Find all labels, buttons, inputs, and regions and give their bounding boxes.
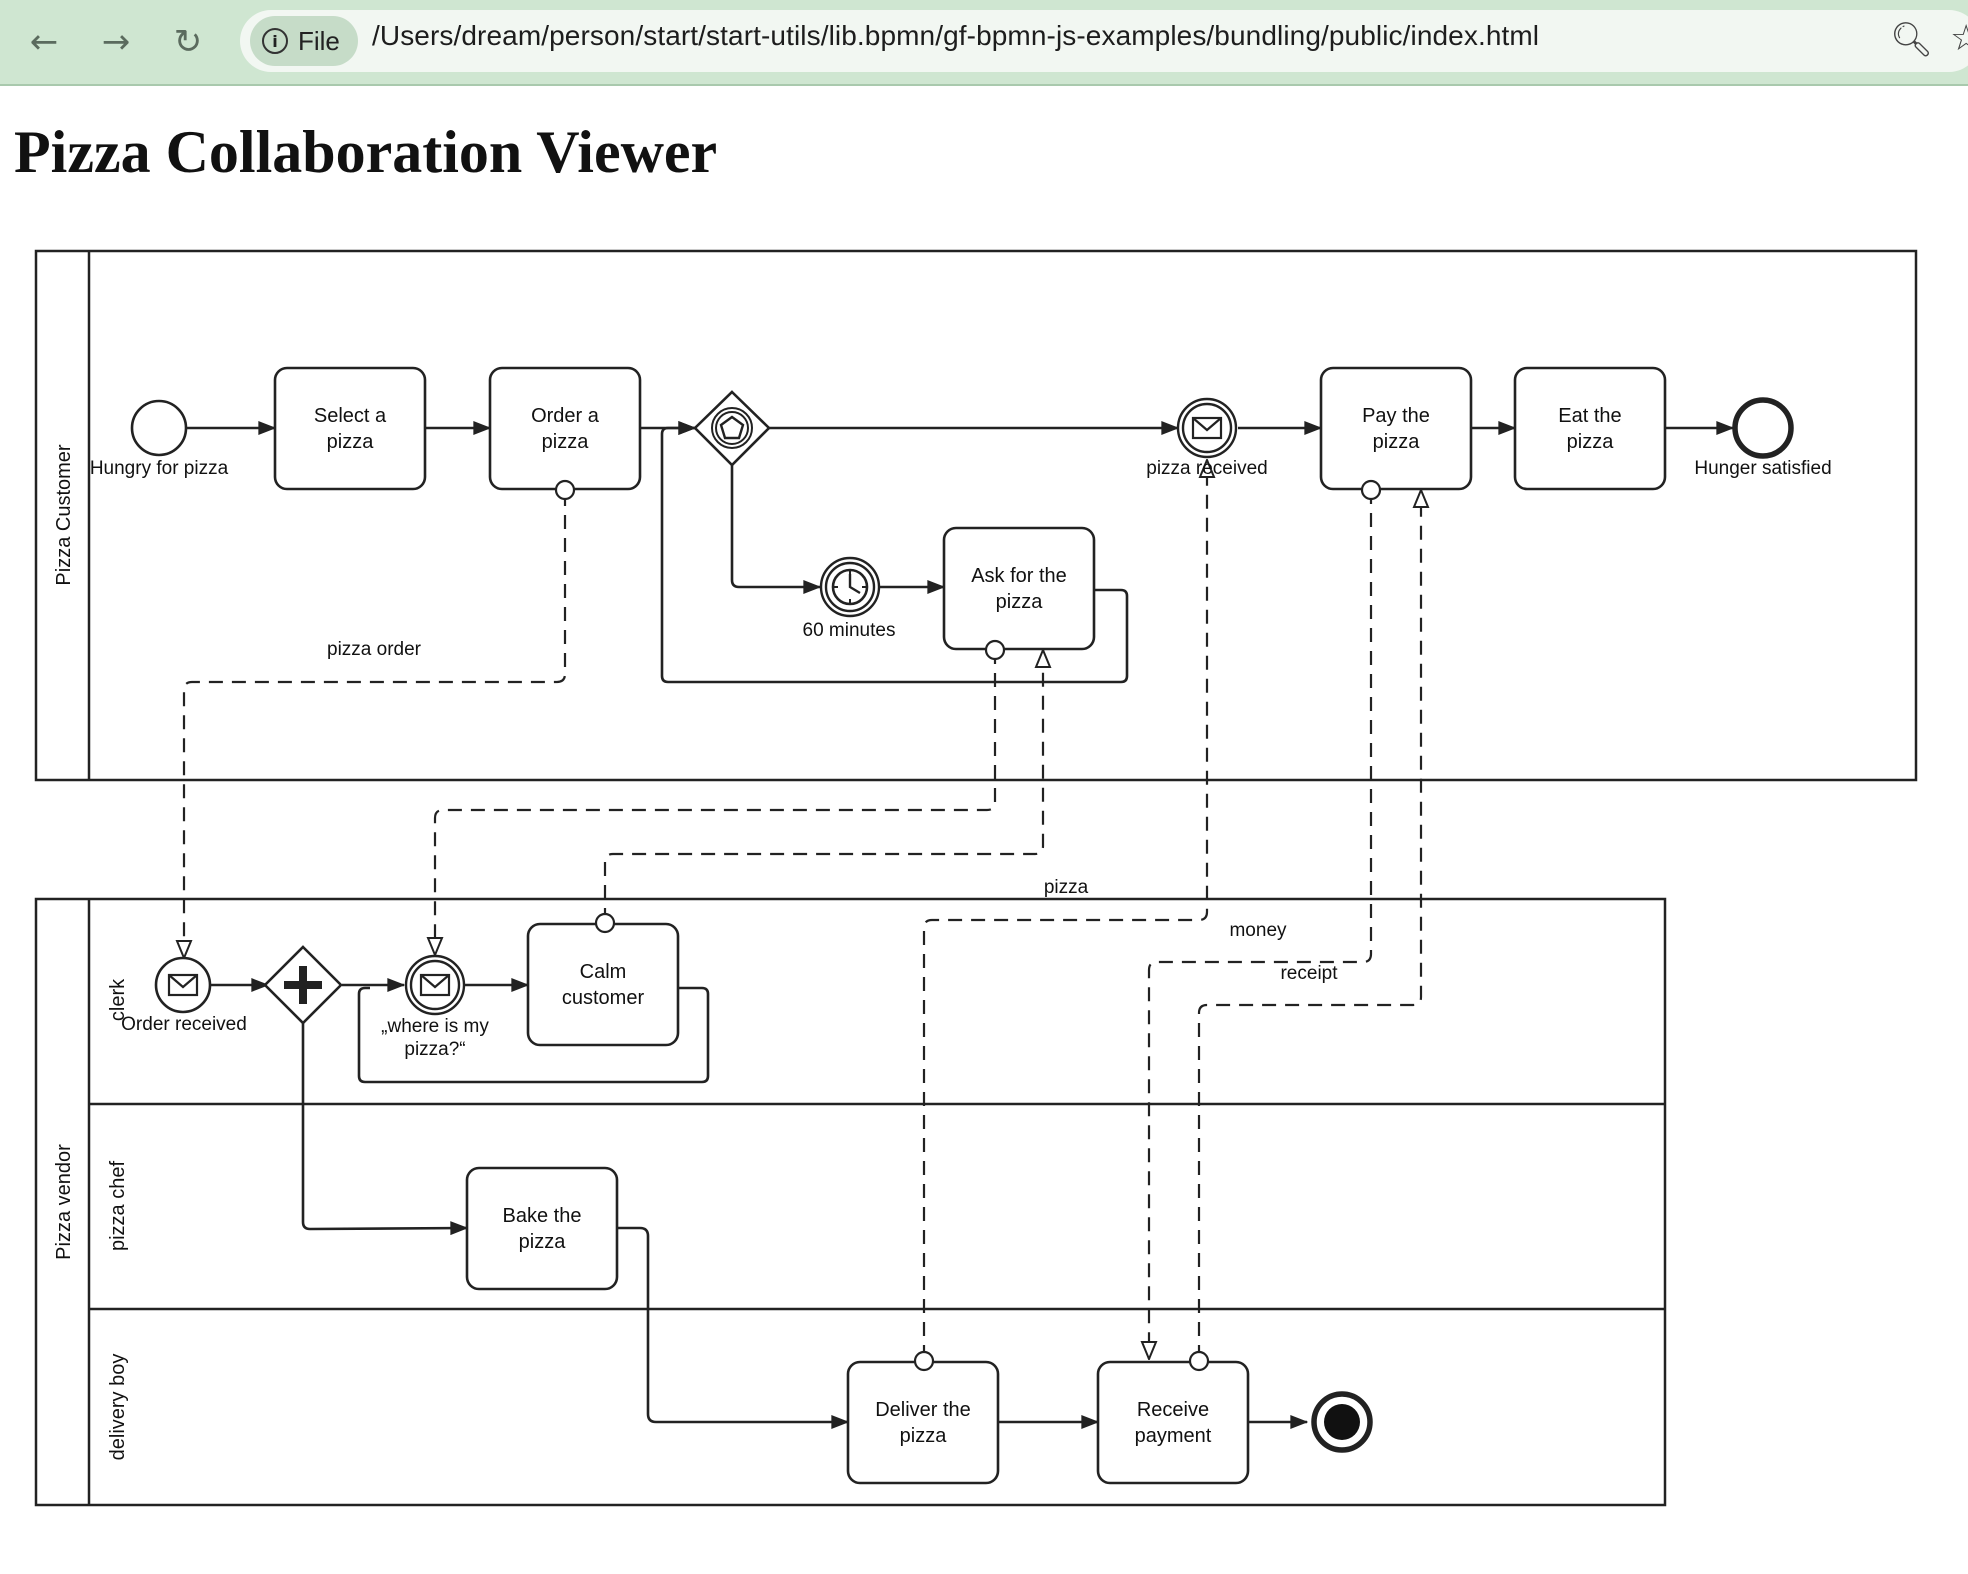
- task-label: pizza: [1373, 431, 1421, 453]
- end-event-satisfied-label: Hunger satisfied: [1694, 458, 1831, 479]
- where-is-pizza-label: pizza?“: [404, 1039, 465, 1060]
- plus-icon: [284, 966, 322, 1004]
- task-eat-pizza[interactable]: Eat the pizza: [1513, 366, 1667, 491]
- task-label: pizza: [327, 431, 375, 453]
- message-label-receipt: receipt: [1280, 963, 1338, 984]
- site-info-chip[interactable]: i File: [250, 16, 358, 66]
- envelope-icon: [419, 973, 451, 997]
- reload-button[interactable]: ↻: [164, 18, 212, 66]
- task-label: Deliver the: [875, 1399, 971, 1421]
- task-bake-pizza[interactable]: Bake the pizza: [465, 1166, 619, 1291]
- page-title: Pizza Collaboration Viewer: [14, 119, 718, 185]
- where-is-pizza-label: „where is my: [381, 1016, 489, 1037]
- task-label: pizza: [542, 431, 590, 453]
- timer-event[interactable]: [819, 556, 881, 618]
- message-flows: [184, 460, 1421, 1359]
- start-event-hungry-label: Hungry for pizza: [90, 458, 229, 479]
- sequence-flows-customer: [187, 428, 1733, 684]
- task-order-pizza[interactable]: Order a pizza: [488, 366, 642, 491]
- url-text[interactable]: /Users/dream/person/start/start-utils/li…: [372, 20, 1540, 51]
- end-event-vendor[interactable]: [1311, 1391, 1373, 1453]
- pool-vendor[interactable]: Pizza vendor clerk pizza chef delivery b…: [34, 897, 1667, 1507]
- task-calm-customer[interactable]: Calm customer: [526, 922, 680, 1047]
- task-label: pizza: [1567, 431, 1615, 453]
- message-label-money: money: [1229, 920, 1287, 941]
- timer-event-label: 60 minutes: [803, 620, 896, 641]
- arrow-left-icon: ←: [29, 22, 59, 62]
- star-icon[interactable]: ☆: [1950, 18, 1968, 59]
- message-flow-receipt: [1197, 490, 1421, 1359]
- task-ask-for-pizza[interactable]: Ask for the pizza: [942, 526, 1096, 651]
- message-flow-where: [435, 650, 997, 955]
- reload-icon: ↻: [173, 22, 203, 62]
- task-label: pizza: [519, 1231, 567, 1253]
- task-label: Calm: [580, 961, 627, 983]
- message-flow-sources: [554, 479, 1382, 1372]
- browser-toolbar: ← → ↻ i File /Users/dream/person/start/s…: [0, 0, 1968, 86]
- task-label: Select a: [314, 405, 387, 427]
- arrow-right-icon: →: [101, 22, 131, 62]
- message-flow-pizza: [922, 460, 1207, 1359]
- message-flow-calm: [603, 650, 1043, 922]
- lane-chef-label: pizza chef: [107, 1161, 129, 1251]
- pool-customer-label: Pizza Customer: [53, 444, 75, 585]
- task-label: customer: [562, 987, 645, 1009]
- pizza-received-label: pizza received: [1146, 458, 1267, 479]
- pool-customer[interactable]: Pizza Customer: [34, 249, 1918, 782]
- lane-delivery-label: delivery boy: [107, 1354, 129, 1461]
- task-label: Eat the: [1558, 405, 1621, 427]
- address-bar[interactable]: [240, 10, 1968, 72]
- task-deliver-pizza[interactable]: Deliver the pizza: [846, 1360, 1000, 1485]
- task-label: Order a: [531, 405, 600, 427]
- task-label: payment: [1135, 1425, 1212, 1447]
- task-label: Receive: [1137, 1399, 1209, 1421]
- order-received-label: Order received: [121, 1014, 247, 1035]
- start-event-hungry[interactable]: [130, 399, 188, 457]
- envelope-icon: [1191, 416, 1223, 440]
- info-icon: i: [262, 28, 288, 54]
- task-label: Ask for the: [971, 565, 1067, 587]
- intermediate-event-pizza-received[interactable]: [1176, 397, 1238, 459]
- task-pay-pizza[interactable]: Pay the pizza: [1319, 366, 1473, 491]
- envelope-icon: [167, 973, 199, 997]
- event-based-gateway[interactable]: [693, 390, 771, 467]
- message-flow-money: [1149, 490, 1373, 1359]
- task-label: Bake the: [503, 1205, 582, 1227]
- intermediate-event-where-is-pizza[interactable]: [404, 954, 466, 1016]
- message-flow-pizza-order: [184, 492, 567, 958]
- task-label: Pay the: [1362, 405, 1430, 427]
- back-button[interactable]: ←: [20, 18, 68, 66]
- pool-vendor-label: Pizza vendor: [53, 1144, 75, 1260]
- end-event-satisfied[interactable]: [1732, 397, 1794, 459]
- message-start-event-order-received[interactable]: [154, 956, 212, 1014]
- parallel-gateway[interactable]: [263, 945, 343, 1025]
- forward-button[interactable]: →: [92, 18, 140, 66]
- pentagon-icon: [719, 415, 745, 440]
- task-receive-payment[interactable]: Receive payment: [1096, 1360, 1250, 1485]
- zoom-icon[interactable]: 🔍︎: [1890, 20, 1934, 60]
- clock-icon: [831, 568, 869, 606]
- sequence-flows-vendor: [211, 985, 1307, 1422]
- task-select-pizza[interactable]: Select a pizza: [273, 366, 427, 491]
- message-label-pizza: pizza: [1044, 877, 1089, 898]
- task-label: pizza: [900, 1425, 948, 1447]
- task-label: pizza: [996, 591, 1044, 613]
- lane-clerk-label: clerk: [107, 978, 129, 1021]
- message-label-pizza-order: pizza order: [327, 639, 422, 660]
- site-info-label: File: [298, 25, 340, 56]
